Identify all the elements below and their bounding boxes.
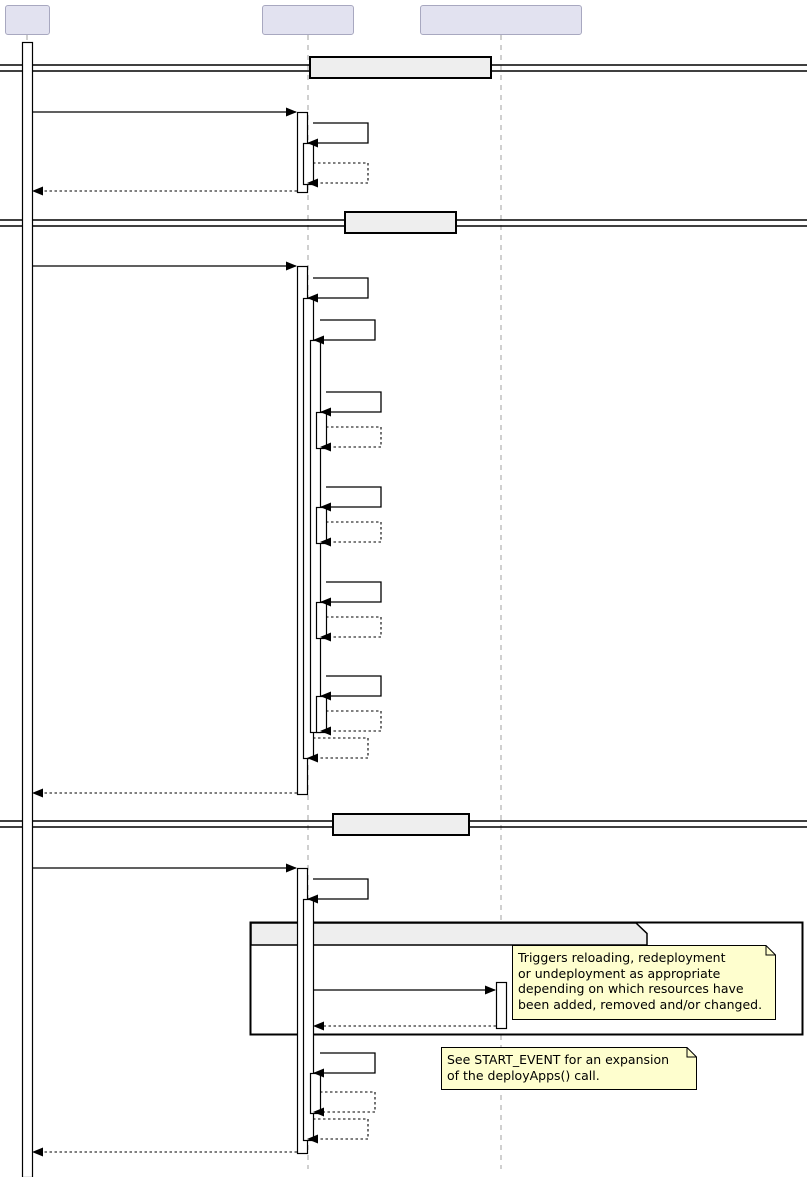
message-check (307, 878, 369, 904)
message-self-return-23 (307, 1118, 369, 1144)
notes-layer (441, 945, 776, 1090)
divider-periodic-event (332, 813, 470, 836)
note-fold-corner-icon (686, 1047, 697, 1058)
divider-start-event (344, 211, 457, 234)
note-fold-corner-icon (765, 945, 776, 956)
activation-bar-hostconfig (302, 142, 315, 186)
message-deploywars (320, 581, 382, 607)
message-self-return-10 (320, 521, 382, 547)
participant-deployedapplication[interactable] (420, 5, 582, 35)
message-beforestart (307, 122, 369, 148)
activation-bar-deployedapplication (495, 981, 508, 1030)
message-start (307, 277, 369, 303)
activation-bar-hostconfig (315, 411, 328, 450)
message-deploydirectories (320, 675, 382, 701)
participant-host[interactable] (5, 5, 50, 35)
message-deployapps (313, 319, 376, 345)
note-body (441, 1047, 697, 1090)
activation-bar-hostconfig (315, 695, 328, 734)
message-self-return-2 (307, 162, 369, 188)
message-self-return-15 (307, 737, 369, 763)
activation-bars-layer (21, 41, 508, 1177)
message-self-return-14 (320, 710, 382, 736)
message-migratelegacyapps (320, 391, 382, 417)
message-deploydescriptors (320, 486, 382, 512)
note-body (512, 945, 776, 1020)
activation-bar-hostconfig (315, 506, 328, 545)
group-header-tab (250, 922, 648, 946)
activation-bar-host (21, 41, 34, 1177)
divider-before-start-event (309, 56, 492, 79)
participant-hostconfig[interactable] (262, 5, 354, 35)
message-self-return-22 (313, 1091, 376, 1117)
message-self-return-12 (320, 616, 382, 642)
message-deployapps (313, 1052, 376, 1078)
divider-lines-group (0, 64, 807, 828)
activation-bar-hostconfig (309, 1072, 322, 1115)
activation-bar-hostconfig (315, 601, 328, 640)
note-text-note-check-resources: Triggers reloading, redeployment or unde… (518, 950, 763, 1012)
note-text-note-deploy-apps: See START_EVENT for an expansion of the … (447, 1052, 670, 1083)
message-arrows-layer (32, 107, 496, 1157)
message-self-return-8 (320, 426, 382, 452)
